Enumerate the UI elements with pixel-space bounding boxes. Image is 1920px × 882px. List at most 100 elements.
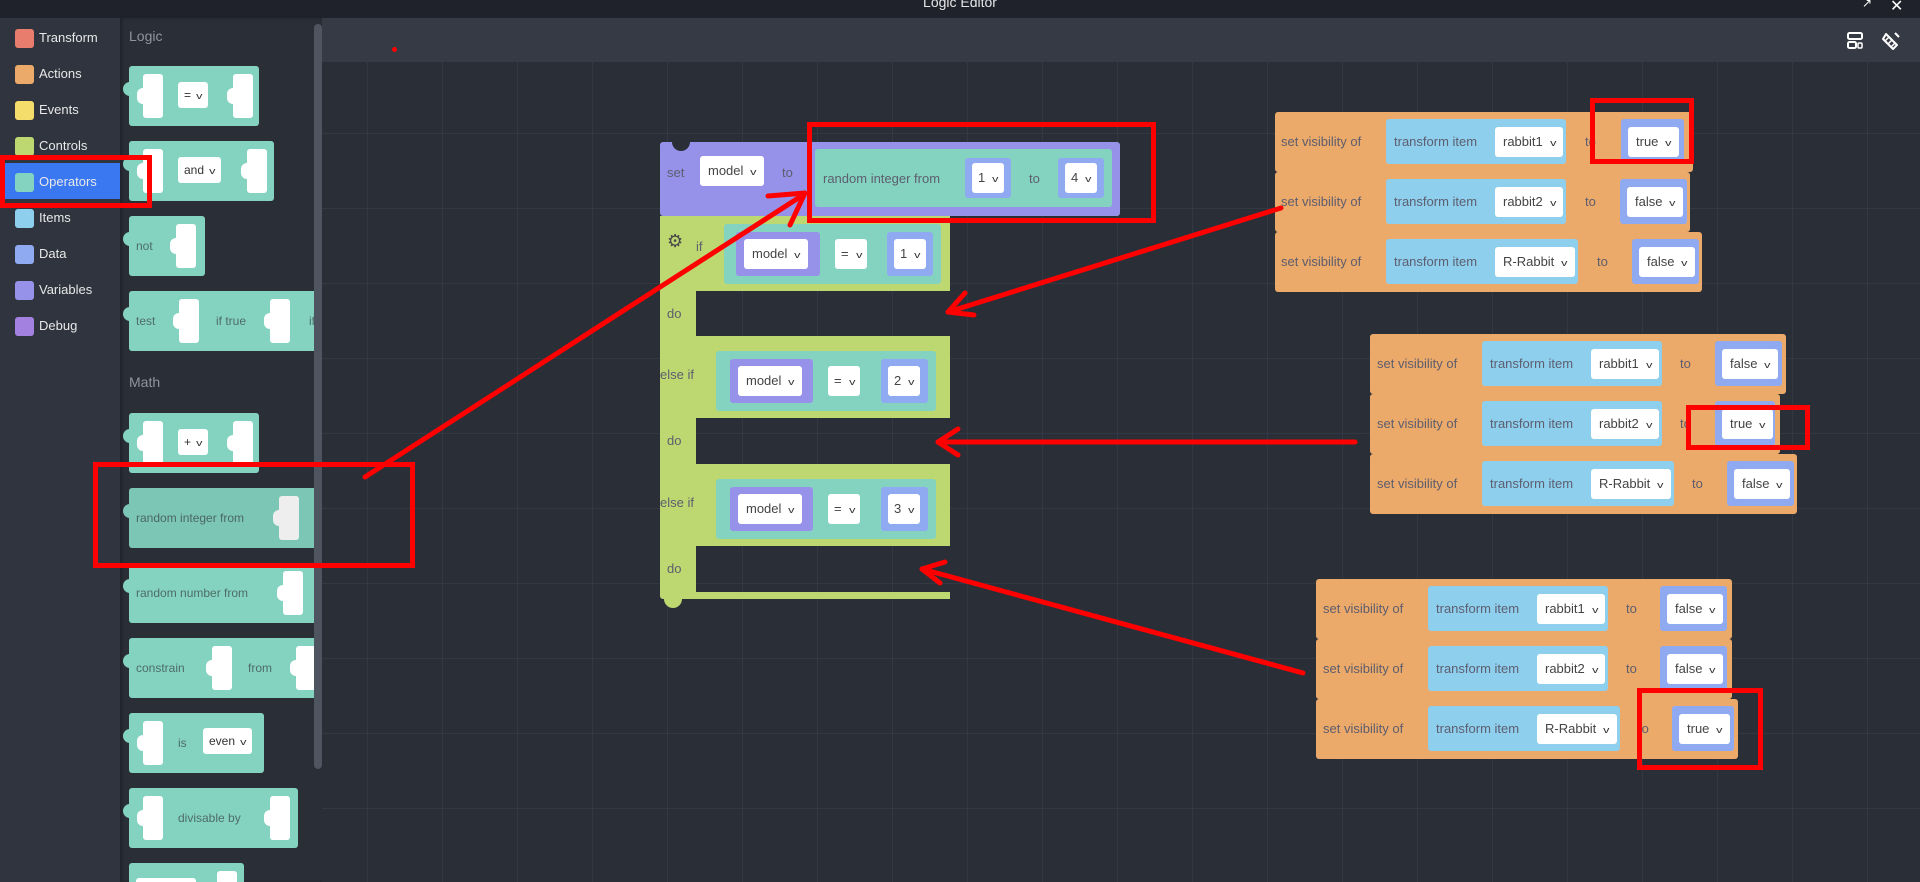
set-visibility-block[interactable]: set visibility of transform item rabbit1… (1316, 579, 1732, 639)
set-visibility-block[interactable]: set visibility of transform item R-Rabbi… (1316, 699, 1738, 759)
set-visibility-block[interactable]: set visibility of transform item rabbit2… (1275, 172, 1690, 232)
category-transform[interactable]: Transform (0, 19, 120, 55)
toolbox-block-random-integer[interactable]: random integer from to (123, 488, 322, 548)
category-events[interactable]: Events (0, 91, 120, 127)
category-items[interactable]: Items (0, 199, 120, 235)
op-dropdown[interactable]: =v (828, 494, 861, 524)
gear-icon[interactable]: ⚙ (667, 231, 684, 251)
pin-icon[interactable]: ↗ (1862, 0, 1873, 10)
toolbox-block-partial[interactable] (129, 863, 244, 882)
op-dropdown[interactable]: =v (835, 239, 868, 269)
set-visibility-block[interactable]: set visibility of transform item rabbit1… (1275, 112, 1693, 172)
category-controls[interactable]: Controls (0, 127, 120, 163)
toolbox-block-not[interactable]: not (123, 216, 205, 276)
category-debug[interactable]: Debug (0, 307, 120, 343)
toolbox-scrollbar[interactable] (314, 24, 322, 769)
toolbox-block-test[interactable]: test if true if (123, 291, 322, 351)
close-icon[interactable]: ✕ (1890, 0, 1904, 15)
set-visibility-block[interactable]: set visibility of transform item R-Rabbi… (1275, 232, 1702, 292)
category-actions[interactable]: Actions (0, 55, 120, 91)
category-data[interactable]: Data (0, 235, 120, 271)
category-variables[interactable]: Variables (0, 271, 120, 307)
broom-icon[interactable] (1880, 30, 1902, 52)
layout-icon[interactable] (1844, 30, 1866, 52)
toolbox-block-constrain[interactable]: constrain from (123, 638, 322, 698)
set-visibility-block[interactable]: set visibility of transform item R-Rabbi… (1370, 454, 1797, 514)
set-visibility-block[interactable]: set visibility of transform item rabbit2… (1316, 639, 1732, 699)
toolbox-block-divisible[interactable]: divisable by (123, 788, 298, 848)
set-visibility-block[interactable]: set visibility of transform item rabbit2… (1370, 394, 1780, 454)
op-dropdown[interactable]: =v (828, 366, 861, 396)
category-operators[interactable]: Operators (0, 163, 120, 199)
arith-op-dropdown[interactable]: +v (178, 429, 208, 455)
toolbox-block-random-number[interactable]: random number from (123, 563, 322, 623)
set-visibility-block[interactable]: set visibility of transform item rabbit1… (1370, 334, 1786, 394)
toolbox-block-arithmetic[interactable]: +v (123, 413, 259, 473)
compare-op-dropdown[interactable]: =v (178, 82, 208, 108)
toolbox-block-compare[interactable]: =v (123, 66, 259, 126)
